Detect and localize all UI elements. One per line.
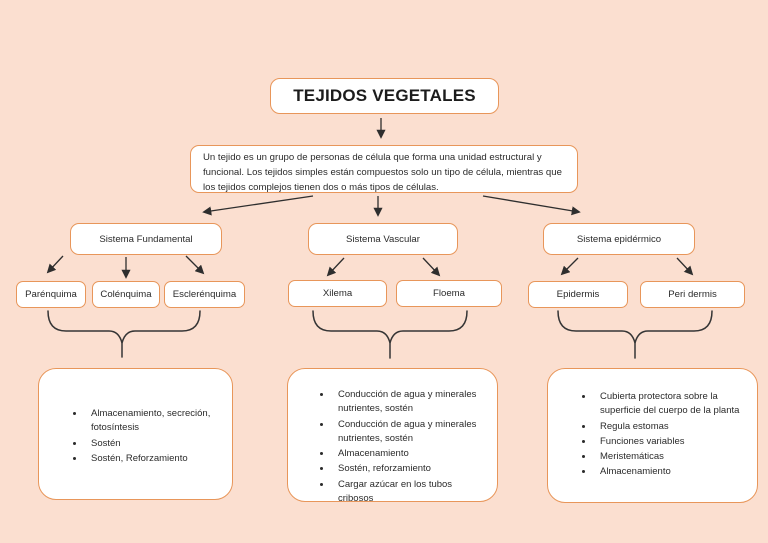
functions-list-epidermico: Cubierta protectora sobre la superficie … xyxy=(578,390,747,481)
function-item: Almacenamiento xyxy=(332,447,487,461)
function-item: Sostén, reforzamiento xyxy=(332,462,487,476)
function-item: Meristemáticas xyxy=(594,450,747,464)
function-item: Almacenamiento xyxy=(594,465,747,479)
leaf-node-floema: Floema xyxy=(396,280,502,307)
leaf-node-esclerenquima: Esclerénquima xyxy=(164,281,245,308)
function-item: Regula estomas xyxy=(594,420,747,434)
branch-node-sistema-vascular: Sistema Vascular xyxy=(308,223,458,255)
leaf-node-colenquima: Colénquima xyxy=(92,281,160,308)
title-node: TEJIDOS VEGETALES xyxy=(270,78,499,114)
functions-box-vascular: Conducción de agua y minerales nutriente… xyxy=(287,368,498,504)
description-node: Un tejido es un grupo de personas de cél… xyxy=(190,145,578,193)
function-item: Funciones variables xyxy=(594,435,747,449)
function-item: Conducción de agua y minerales nutriente… xyxy=(332,418,487,447)
leaf-node-xilema: Xilema xyxy=(288,280,387,307)
functions-box-epidermico: Cubierta protectora sobre la superficie … xyxy=(547,368,758,503)
leaf-node-peridermis: Peri dermis xyxy=(640,281,745,308)
functions-list-vascular: Conducción de agua y minerales nutriente… xyxy=(316,388,487,507)
branch-node-sistema-fundamental: Sistema Fundamental xyxy=(70,223,222,255)
function-item: Almacenamiento, secreción, fotosíntesis xyxy=(85,407,218,436)
leaf-node-parenquima: Parénquima xyxy=(16,281,86,308)
function-item: Conducción de agua y minerales nutriente… xyxy=(332,388,487,417)
function-item: Sostén xyxy=(85,437,218,451)
functions-box-fundamental: Almacenamiento, secreción, fotosíntesis … xyxy=(38,368,233,500)
function-item: Cubierta protectora sobre la superficie … xyxy=(594,390,747,419)
leaf-node-epidermis: Epidermis xyxy=(528,281,628,308)
function-item: Cargar azúcar en los tubos cribosos xyxy=(332,478,487,507)
functions-list-fundamental: Almacenamiento, secreción, fotosíntesis … xyxy=(69,407,218,467)
function-item: Sostén, Reforzamiento xyxy=(85,452,218,466)
branch-node-sistema-epidermico: Sistema epidérmico xyxy=(543,223,695,255)
